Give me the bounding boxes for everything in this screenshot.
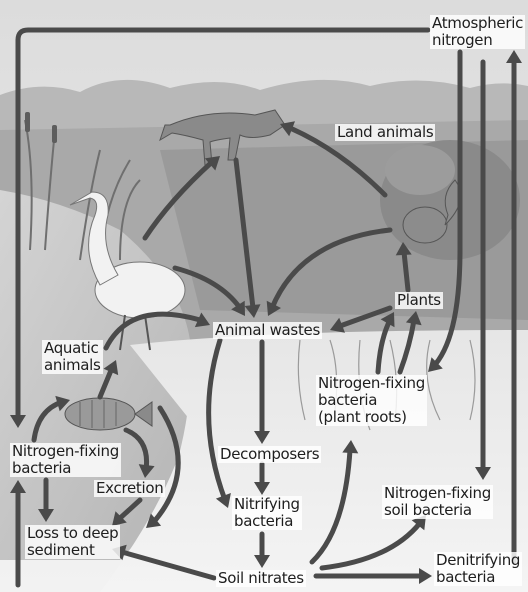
label-line: Nitrogen-fixing [382, 485, 493, 502]
label-nitrifying-bacteria: Nitrifying bacteria [232, 496, 302, 530]
label-line: Nitrogen-fixing [10, 443, 121, 460]
label-land-animals: Land animals [335, 124, 435, 141]
label-line: bacteria [316, 392, 427, 409]
label-line: Plants [395, 292, 443, 309]
label-line: Nitrogen-fixing [316, 375, 427, 392]
label-line: nitrogen [430, 32, 525, 49]
label-excretion: Excretion [94, 480, 165, 497]
label-line: Atmospheric [430, 15, 525, 32]
label-nitrogen-fixing-plant-roots: Nitrogen-fixing bacteria (plant roots) [316, 375, 427, 426]
label-line: Denitrifying [434, 552, 522, 569]
label-line: bacteria [10, 460, 121, 477]
label-denitrifying-bacteria: Denitrifying bacteria [434, 552, 522, 586]
label-animal-wastes: Animal wastes [213, 322, 322, 339]
label-line: Animal wastes [213, 322, 322, 339]
label-aquatic-animals: Aquatic animals [42, 340, 103, 374]
shrub-top [385, 145, 455, 195]
label-nitrogen-fixing-bacteria-water: Nitrogen-fixing bacteria [10, 443, 121, 477]
label-decomposers: Decomposers [218, 446, 321, 463]
cattail [52, 125, 57, 143]
label-line: Aquatic [42, 340, 103, 357]
label-loss-to-deep-sediment: Loss to deep sediment [25, 525, 120, 559]
label-atmospheric-nitrogen: Atmospheric nitrogen [430, 15, 525, 49]
label-line: Soil nitrates [216, 570, 306, 587]
label-line: Nitrifying [232, 496, 302, 513]
label-line: bacteria [232, 513, 302, 530]
label-line: (plant roots) [316, 409, 427, 426]
label-line: Land animals [335, 124, 435, 141]
cattail [25, 112, 30, 132]
label-line: Loss to deep [25, 525, 120, 542]
label-plants: Plants [395, 292, 443, 309]
label-line: Excretion [94, 480, 165, 497]
label-nitrogen-fixing-soil-bacteria: Nitrogen-fixing soil bacteria [382, 485, 493, 519]
label-line: bacteria [434, 569, 522, 586]
label-line: animals [42, 357, 103, 374]
label-line: soil bacteria [382, 502, 493, 519]
label-line: sediment [25, 542, 120, 559]
label-soil-nitrates: Soil nitrates [216, 570, 306, 587]
label-line: Decomposers [218, 446, 321, 463]
